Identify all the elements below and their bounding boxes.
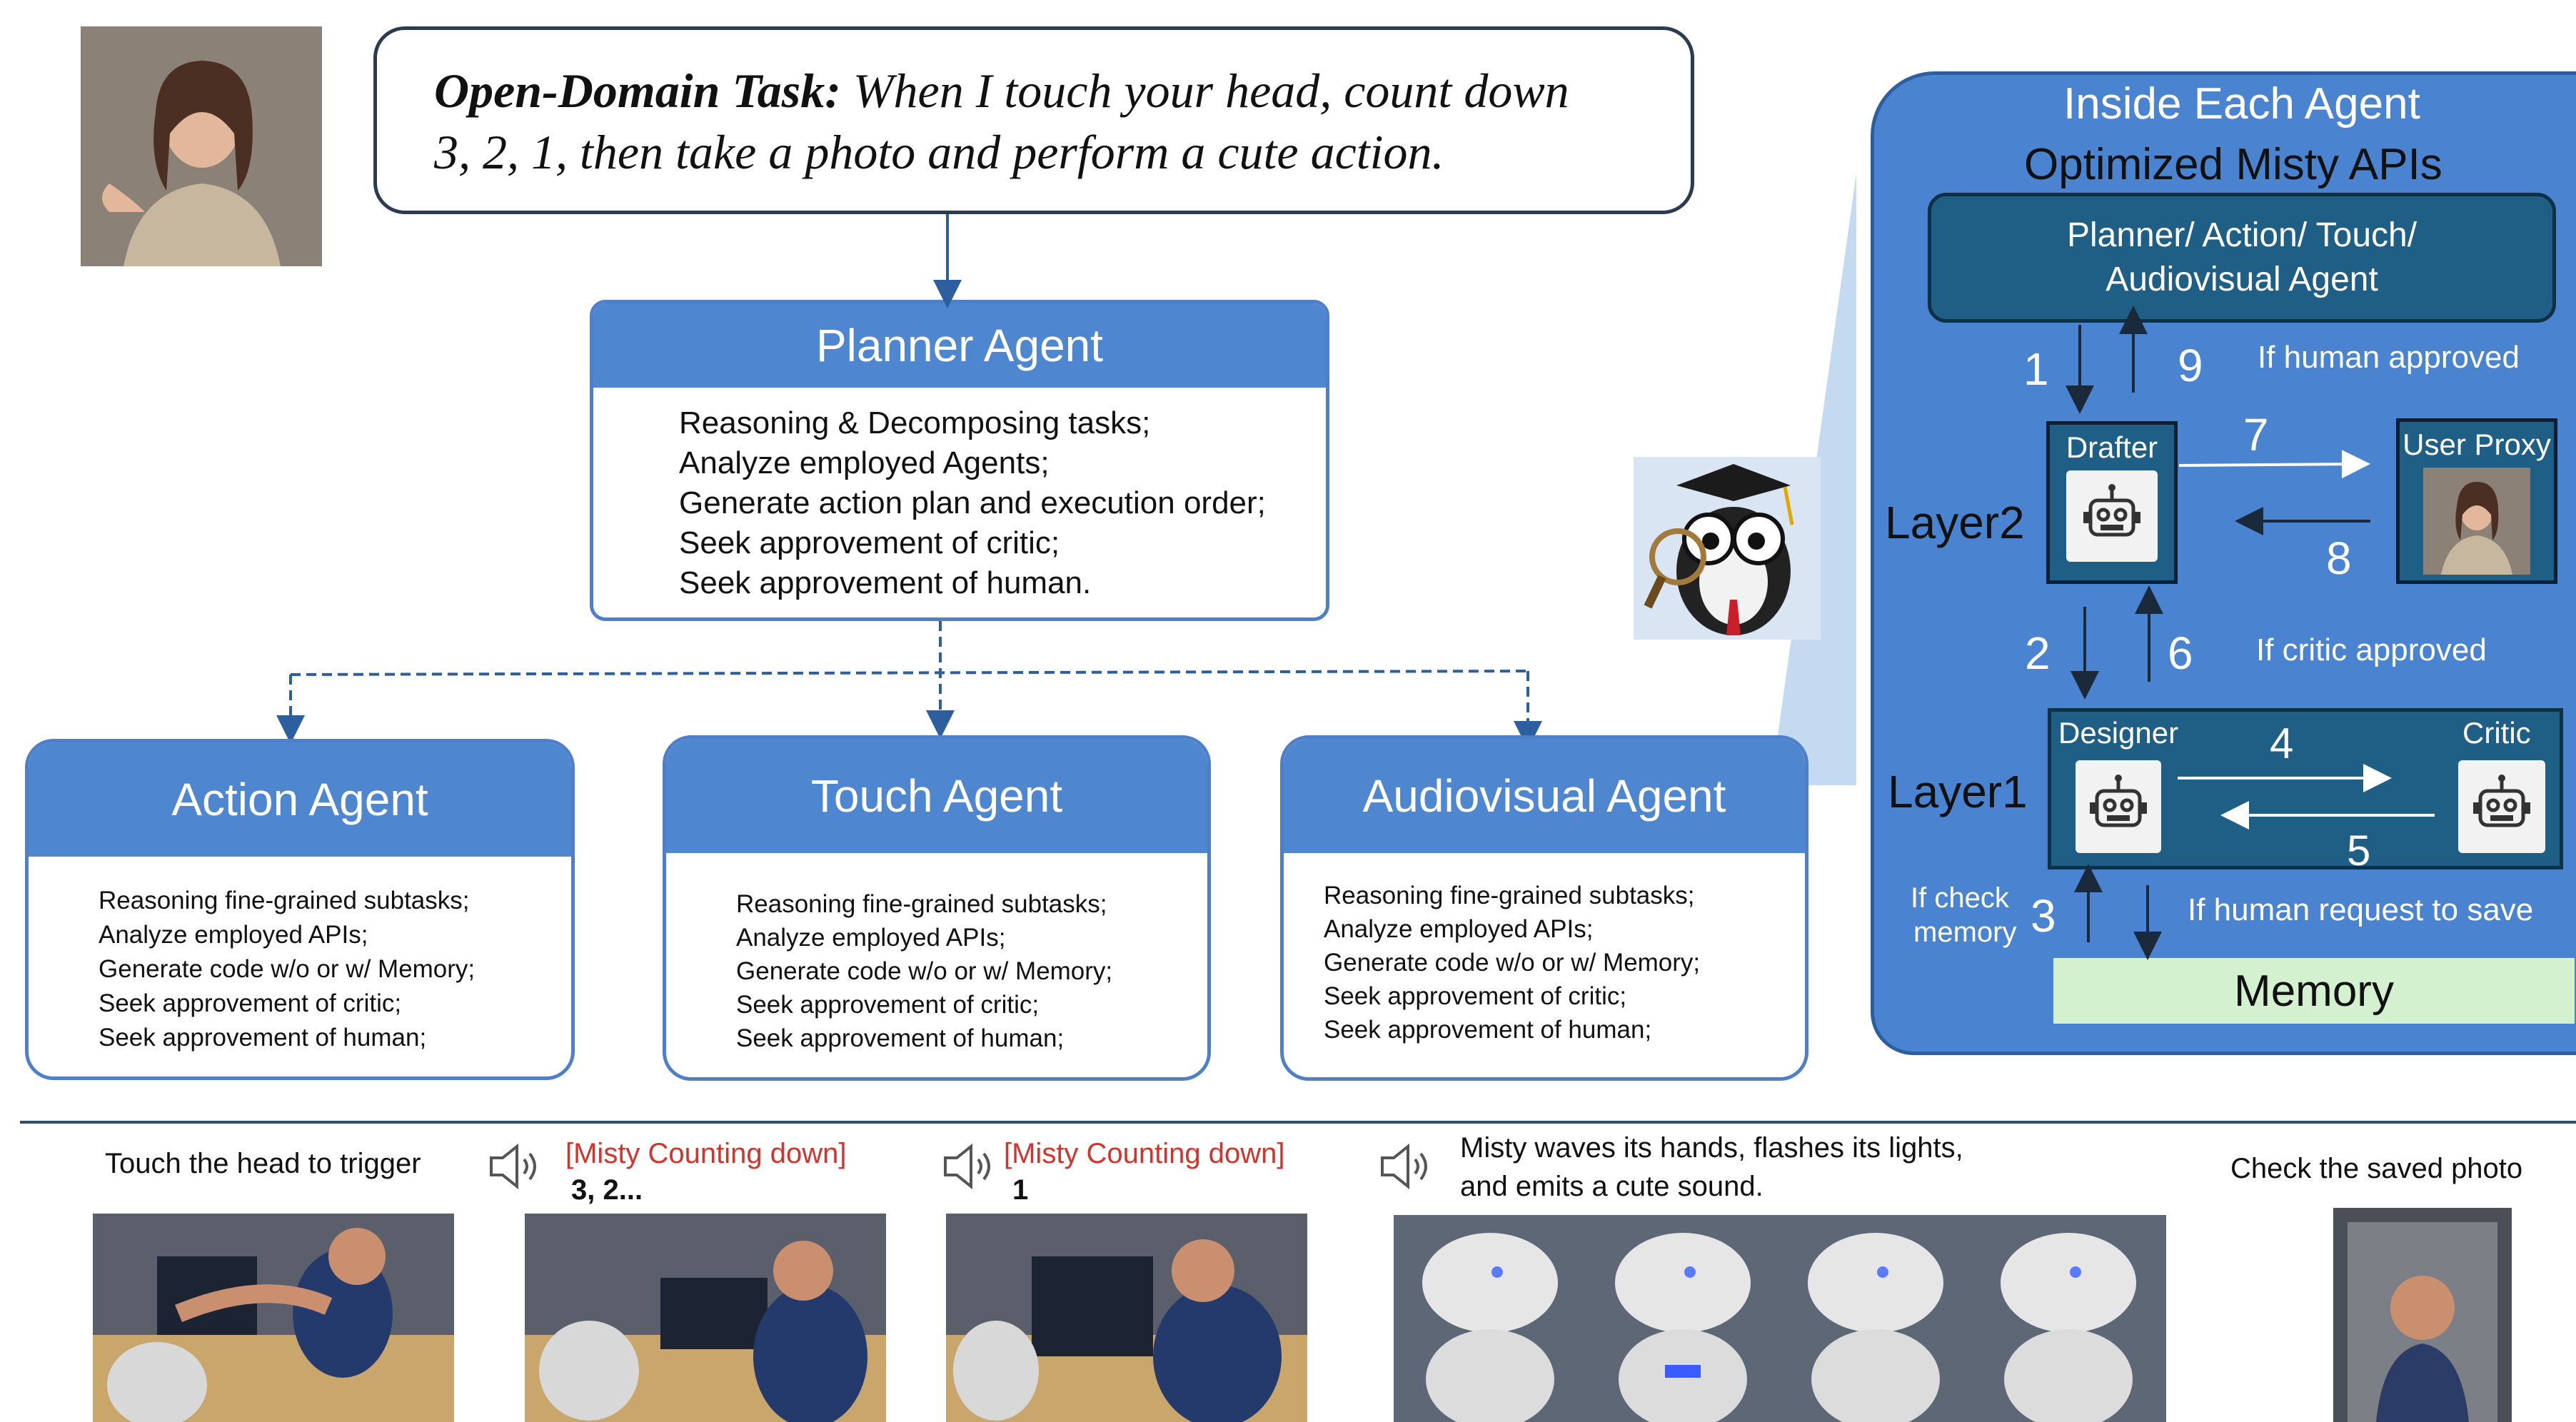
user-proxy-label: User Proxy (2403, 428, 2551, 461)
human-request-label: If human request to save (2188, 892, 2534, 927)
planner-agent-title: Planner Agent (593, 303, 1326, 388)
planner-line: Seek approvement of critic; (679, 525, 1060, 560)
robot-icon (2458, 760, 2545, 853)
audiovisual-agent-box: Audiovisual Agent Reasoning fine-grained… (1280, 735, 1808, 1081)
audiovisual-agent-title: Audiovisual Agent (1284, 739, 1805, 853)
caption-counting-2: [Misty Counting down] (1004, 1138, 1285, 1169)
woman-avatar (2423, 468, 2530, 575)
action-agent-title: Action Agent (29, 742, 571, 857)
touch-line: Seek approvement of critic; (736, 991, 1040, 1019)
touch-agent-box: Touch Agent Reasoning fine-grained subta… (663, 735, 1211, 1081)
task-line2: 3, 2, 1, then take a photo and perform a… (434, 125, 1444, 179)
step-4: 4 (2270, 720, 2294, 767)
photo-misty-waves (1394, 1215, 2166, 1422)
planner-line: Analyze employed Agents; (679, 445, 1050, 480)
step-8: 8 (2326, 533, 2352, 584)
touch-line: Analyze employed APIs; (736, 924, 1006, 952)
user-proxy-box: User Proxy (2396, 418, 2557, 584)
inside-arrows (2066, 306, 2435, 960)
caption-counting-1: [Misty Counting down] (565, 1138, 847, 1169)
woman-avatar (81, 26, 322, 266)
section-divider (20, 1121, 2576, 1124)
action-line: Seek approvement of critic; (99, 989, 402, 1017)
audiovisual-line: Generate code w/o or w/ Memory; (1324, 949, 1701, 977)
action-line: Reasoning fine-grained subtasks; (99, 887, 470, 914)
action-agent-body: Reasoning fine-grained subtasks; Analyze… (29, 857, 571, 1055)
step-3: 3 (2031, 890, 2056, 942)
layer2-label: Layer2 (1885, 497, 2025, 548)
touch-line: Seek approvement of human; (736, 1024, 1065, 1052)
photo-touch-head (93, 1214, 454, 1422)
step-5: 5 (2347, 827, 2371, 874)
caption-check-photo: Check the saved photo (2230, 1153, 2523, 1184)
audiovisual-agent-body: Reasoning fine-grained subtasks; Analyze… (1284, 853, 1805, 1047)
step-6: 6 (2168, 627, 2193, 679)
check-memory-line2: memory (1913, 917, 2017, 948)
touch-line: Reasoning fine-grained subtasks; (736, 890, 1107, 918)
layer1-box: Designer Critic 4 5 (2048, 708, 2563, 874)
agent-type-line2: Audiovisual Agent (2105, 261, 2378, 298)
memory-label: Memory (2234, 966, 2394, 1016)
critic-approved-label: If critic approved (2256, 632, 2487, 667)
audiovisual-line: Reasoning fine-grained subtasks; (1324, 882, 1695, 909)
caption-countdown-1: 1 (1012, 1174, 1029, 1206)
planner-agent-box: Planner Agent Reasoning & Decomposing ta… (590, 300, 1329, 621)
agent-type-box: Planner/ Action/ Touch/ Audiovisual Agen… (1928, 193, 2556, 323)
planner-line: Reasoning & Decomposing tasks; (679, 405, 1151, 440)
task-line1: When I touch your head, count down (852, 64, 1569, 118)
planner-line: Seek approvement of human. (679, 565, 1092, 600)
action-agent-box: Action Agent Reasoning fine-grained subt… (25, 739, 575, 1080)
designer-label: Designer (2058, 716, 2179, 750)
caption-misty-waves-2: and emits a cute sound. (1460, 1171, 1764, 1202)
robot-icon (2076, 760, 2161, 853)
caption-countdown-32: 3, 2... (571, 1174, 643, 1206)
human-approved-label: If human approved (2258, 340, 2520, 375)
audiovisual-line: Analyze employed APIs; (1324, 915, 1594, 943)
task-label: Open-Domain Task: (434, 64, 841, 118)
caption-misty-waves-1: Misty waves its hands, flashes its light… (1460, 1132, 1963, 1164)
photo-saved (2333, 1208, 2512, 1422)
speaker-icon (485, 1138, 550, 1195)
photo-counting-1 (946, 1214, 1307, 1422)
drafter-label: Drafter (2066, 430, 2158, 464)
agent-type-line1: Planner/ Action/ Touch/ (2066, 216, 2417, 254)
planner-agent-body: Reasoning & Decomposing tasks; Analyze e… (593, 388, 1326, 603)
layer1-label: Layer1 (1888, 766, 2028, 817)
robot-icon (2066, 470, 2158, 562)
memory-box: Memory (2053, 958, 2575, 1024)
audiovisual-line: Seek approvement of human; (1324, 1016, 1652, 1044)
critic-label: Critic (2462, 716, 2531, 750)
owl-detective-icon (1634, 457, 1821, 640)
task-box: Open-Domain Task: When I touch your head… (373, 26, 1694, 214)
drafter-box: Drafter (2046, 421, 2178, 584)
touch-agent-body: Reasoning fine-grained subtasks; Analyze… (666, 853, 1207, 1055)
speaker-icon (940, 1138, 1004, 1195)
action-line: Seek approvement of human; (99, 1024, 427, 1052)
audiovisual-line: Seek approvement of critic; (1324, 982, 1627, 1010)
check-memory-line1: If check (1911, 882, 2009, 914)
inside-subtitle: Optimized Misty APIs (2024, 140, 2442, 189)
inside-title: Inside Each Agent (2063, 79, 2420, 128)
caption-touch-trigger: Touch the head to trigger (105, 1148, 421, 1179)
step-9: 9 (2178, 340, 2203, 391)
step-2: 2 (2025, 627, 2051, 679)
photo-counting-32 (525, 1214, 886, 1422)
speaker-icon (1377, 1138, 1441, 1195)
step-7: 7 (2243, 409, 2269, 460)
action-line: Analyze employed APIs; (99, 921, 368, 949)
action-line: Generate code w/o or w/ Memory; (99, 955, 476, 983)
connector-lines (276, 173, 1856, 785)
step-1: 1 (2023, 343, 2049, 395)
touch-line: Generate code w/o or w/ Memory; (736, 957, 1113, 985)
planner-line: Generate action plan and execution order… (679, 485, 1266, 520)
touch-agent-title: Touch Agent (666, 739, 1207, 853)
